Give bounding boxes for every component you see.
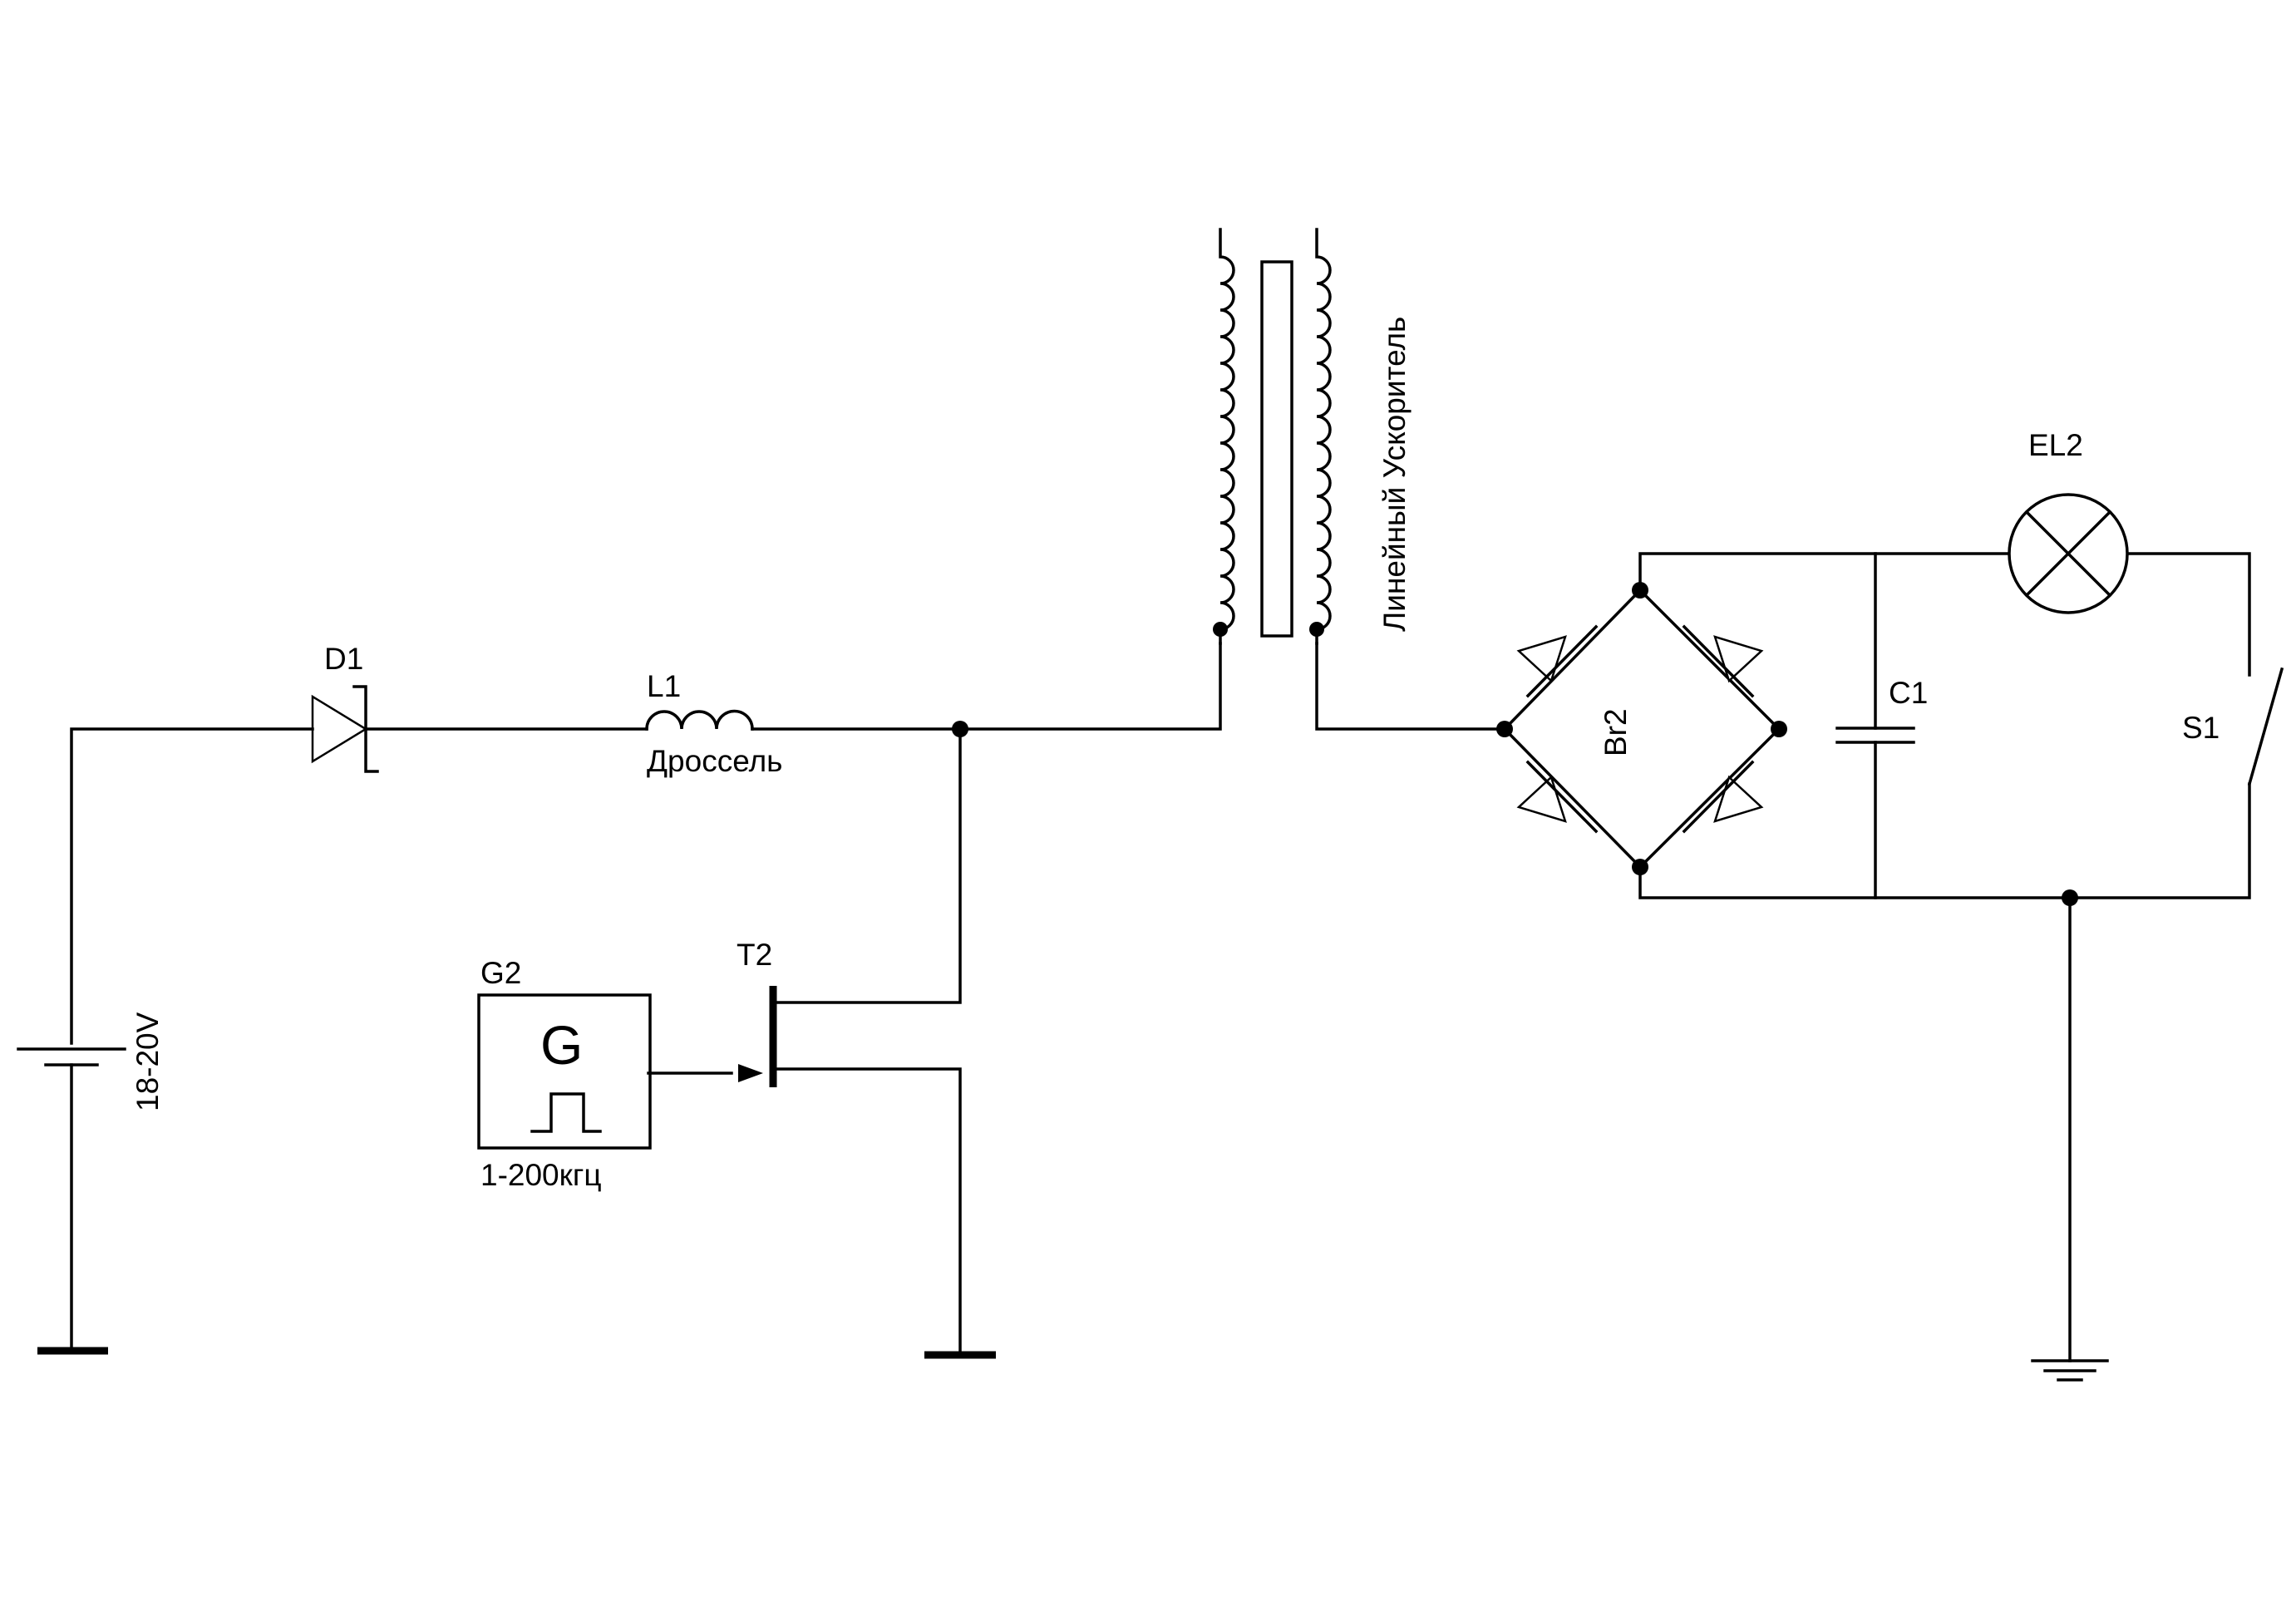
transformer-core [1260, 260, 1293, 638]
wires [70, 552, 2251, 1362]
arrow-icon [738, 1064, 763, 1082]
g2-label: G2 [480, 956, 521, 990]
junction-dot [2062, 889, 2078, 906]
diode-d1: D1 [311, 642, 379, 773]
l1-name: Дроссель [647, 744, 782, 778]
transistor-t2: T2 [737, 938, 777, 1087]
capacitor-c1: C1 [1835, 676, 1928, 744]
s1-label: S1 [2182, 711, 2220, 745]
el2-label: EL2 [2028, 428, 2083, 462]
battery: 18-20V [17, 1012, 165, 1111]
generator-g2: G2 G 1-200кгц [477, 956, 652, 1192]
winding-dot [1309, 622, 1324, 637]
bridge-diode [1516, 624, 1599, 698]
earth-ground-icon [2031, 1359, 2109, 1382]
transformer: Линейный Ускоритель [1213, 228, 1412, 645]
battery-voltage-label: 18-20V [131, 1012, 165, 1111]
pulse-icon [530, 1092, 602, 1133]
t2-label: T2 [737, 938, 772, 972]
inductor-l1: L1 Дроссель [645, 669, 782, 778]
c1-label: C1 [1889, 676, 1928, 710]
junction-dot [952, 721, 968, 737]
bridge-diode [1682, 760, 1764, 834]
bridge-diode [1682, 624, 1764, 698]
d1-label: D1 [324, 642, 363, 676]
transformer-label: Линейный Ускоритель [1377, 317, 1412, 632]
bridge-diode [1516, 760, 1599, 834]
generator-symbol: G [540, 1014, 583, 1076]
junction-dots [952, 582, 2078, 906]
winding-dot [1213, 622, 1228, 637]
g2-frequency: 1-200кгц [480, 1158, 602, 1192]
l1-label: L1 [647, 669, 681, 703]
bridge-rectifier-br2: Br2 [1502, 588, 1781, 869]
switch-s1: S1 [2182, 667, 2284, 786]
br2-label: Br2 [1599, 708, 1633, 756]
lamp-el2: EL2 [2008, 428, 2129, 614]
